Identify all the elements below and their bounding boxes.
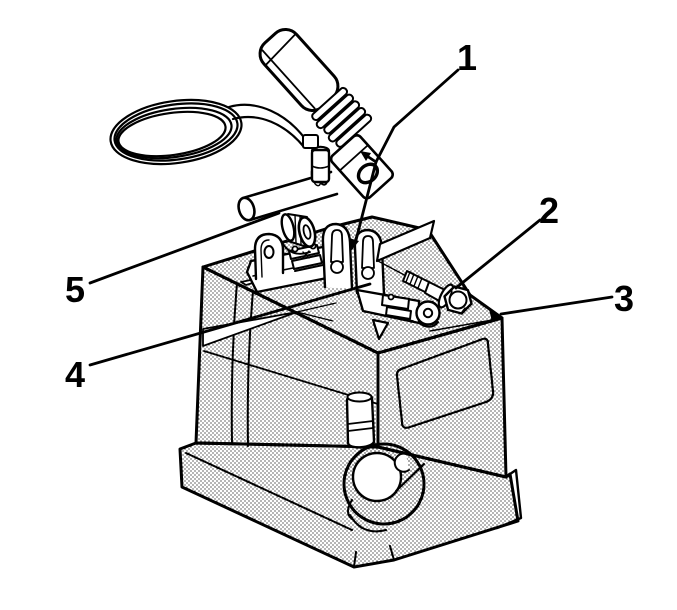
keyhole-circle-left	[330, 260, 344, 274]
block-base-notch	[353, 545, 395, 568]
boot-rib-4	[327, 106, 367, 143]
buckle-body-line	[338, 144, 369, 172]
block-top-groove-lines	[296, 302, 337, 322]
seat-belt-buckle	[258, 28, 394, 200]
keyhole-circle-right	[361, 266, 375, 280]
buckle-stem-collar	[311, 165, 330, 169]
grommet-spool	[280, 213, 317, 255]
block-top-groove	[202, 311, 298, 347]
latch-rivet-1	[291, 245, 299, 253]
wire-connector	[302, 134, 319, 149]
block-foot-arcs	[347, 499, 387, 533]
coil-loop-3	[115, 106, 233, 160]
block-boss-notch	[393, 452, 410, 473]
bracket-rail	[375, 219, 436, 263]
keyhole-slot-left	[330, 229, 344, 263]
rod-body	[243, 172, 337, 220]
latch-lower-bar	[294, 264, 324, 272]
block-base-seam	[185, 452, 353, 531]
keyhole-tabs	[321, 219, 436, 297]
right-clip-lower-bar	[395, 317, 414, 322]
bolt-head-circle	[448, 290, 468, 310]
block-corner-seam	[429, 318, 499, 332]
rod-end-cap	[237, 196, 256, 222]
right-bracket-flap	[371, 318, 390, 341]
boot-rib-5	[335, 113, 373, 148]
block-boss-chord	[395, 463, 425, 492]
callout-3-leader	[499, 295, 614, 316]
buckle-head-edge	[261, 33, 316, 110]
wiring-coil	[109, 98, 319, 166]
grommet-hook	[282, 243, 311, 255]
grommet-flange-left	[280, 213, 296, 242]
boot-rib-2	[315, 93, 355, 130]
coil-loop-1	[109, 98, 243, 166]
block-base-step	[495, 468, 523, 530]
right-clip-bar2	[385, 306, 412, 320]
callout-leaders	[88, 68, 614, 367]
hex-bolt	[402, 270, 473, 315]
left-bracket-hole	[263, 245, 275, 259]
latch-hardware-bar2	[291, 254, 323, 270]
grommet-bore	[302, 224, 312, 240]
callout-3-label: 3	[614, 278, 634, 319]
callout-1-arrow-a	[360, 151, 371, 161]
boot-rib-3	[323, 100, 361, 135]
block-boss-inner	[351, 451, 403, 503]
callout-1-leader	[374, 68, 460, 164]
callout-5-leader	[88, 211, 281, 285]
block-panel-outline	[395, 337, 495, 429]
block-channel-opening	[346, 391, 373, 403]
coil-loop-4	[117, 110, 227, 158]
coil-wire-lower	[231, 115, 306, 149]
left-bracket-upright-edge	[260, 239, 270, 278]
callout-1-arrow-b	[349, 238, 359, 251]
right-bracket	[355, 260, 441, 341]
callout-2-leader	[454, 218, 542, 290]
coil-wire-upper	[227, 103, 308, 142]
callout-1-label: 1	[457, 37, 477, 78]
coil-loop-2	[113, 102, 239, 162]
keyhole-slot-right	[361, 235, 375, 269]
callout-5-label: 5	[65, 269, 85, 310]
right-bracket-boss-hole	[422, 307, 434, 319]
right-clip-rivet	[387, 293, 395, 301]
block-groove-lines	[230, 283, 254, 447]
block-corner-flap	[489, 309, 503, 322]
callout-4-leader	[88, 282, 372, 367]
boot-rib-1	[311, 86, 349, 122]
callout-4-label: 4	[65, 354, 85, 395]
right-bracket-hook	[418, 321, 439, 328]
buckle-stem	[310, 148, 331, 184]
bolt-head-facets	[449, 290, 466, 313]
callout-2-label: 2	[539, 190, 559, 231]
callout-1-branch-b	[354, 160, 378, 242]
bolt-thread-ribs	[405, 271, 423, 289]
block-channel-bands	[347, 420, 374, 432]
